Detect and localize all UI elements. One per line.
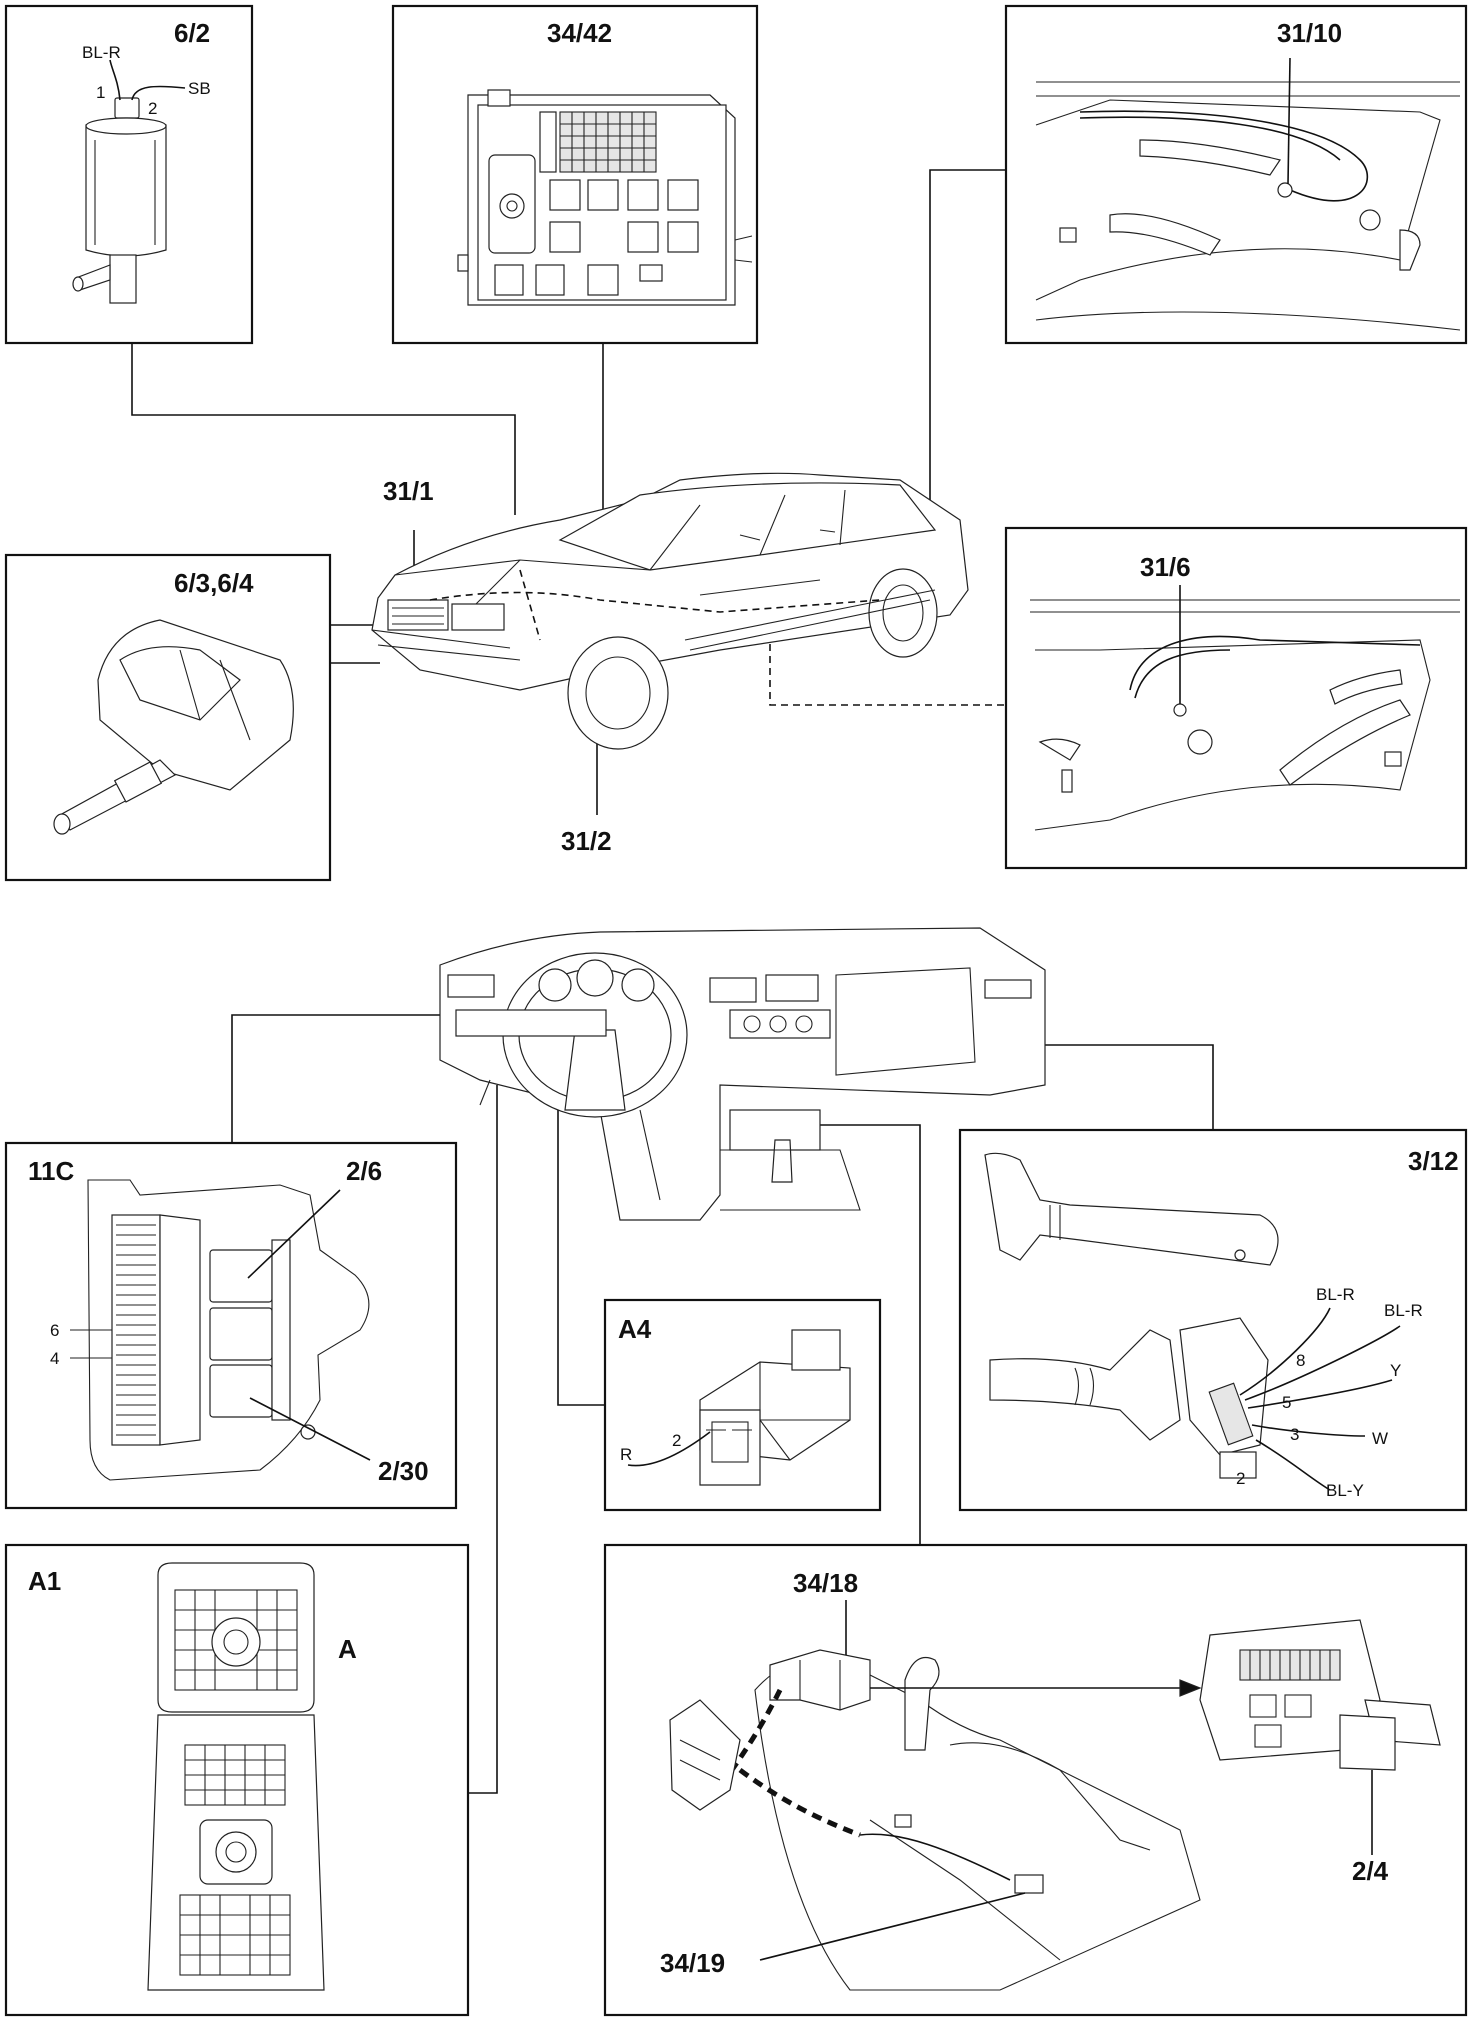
label-2-30: 2/30	[378, 1456, 429, 1486]
pin-1: 1	[96, 83, 105, 102]
pin-a4-2: 2	[672, 1431, 681, 1450]
wire-sb: SB	[188, 79, 211, 98]
label-3-12: 3/12	[1408, 1146, 1459, 1176]
car-illustration: 31/1 31/2	[371, 472, 969, 856]
label-34-19: 34/19	[660, 1948, 725, 1978]
label-31-2: 31/2	[561, 826, 612, 856]
panel-a4: A4 R 2	[603, 1298, 882, 1512]
label-31-1: 31/1	[383, 476, 434, 506]
label-2-6: 2/6	[346, 1156, 382, 1186]
panel-11c: 11C 2/6 2/30 6 4	[4, 1141, 458, 1510]
wire-312-bl-y: BL-Y	[1326, 1481, 1364, 1500]
panel-6-2: 6/2 BL-R SB 1 2	[4, 4, 254, 345]
panel-31-6: 31/6	[1004, 526, 1468, 870]
label-a1: A1	[28, 1566, 61, 1596]
wire-312-w: W	[1372, 1429, 1388, 1448]
pin-4: 4	[50, 1349, 59, 1368]
label-a4: A4	[618, 1314, 652, 1344]
pin-312-2: 2	[1236, 1469, 1245, 1488]
pin-312-8: 8	[1296, 1351, 1305, 1370]
pin-2: 2	[148, 99, 157, 118]
dashboard-illustration	[439, 927, 1046, 1221]
wire-r: R	[620, 1445, 632, 1464]
panel-3-12: 3/12 BL-R BL-R Y W BL-Y 8 5 3 2	[958, 1128, 1468, 1512]
panel-34-18: 34/18 2/4 34/19	[603, 1543, 1468, 2017]
wire-312-bl-r-1: BL-R	[1316, 1285, 1355, 1304]
label-34-42: 34/42	[547, 18, 612, 48]
label-6-3-6-4: 6/3,6/4	[174, 568, 254, 598]
panel-34-42: 34/42	[391, 4, 759, 345]
wire-312-y: Y	[1390, 1361, 1401, 1380]
label-34-18: 34/18	[793, 1568, 858, 1598]
wire-bl-r: BL-R	[82, 43, 121, 62]
label-6-2: 6/2	[174, 18, 210, 48]
panel-6-3-6-4: 6/3,6/4	[4, 553, 332, 882]
pin-312-3: 3	[1290, 1425, 1299, 1444]
leader-lines	[131, 169, 1214, 1794]
label-2-4: 2/4	[1352, 1856, 1389, 1886]
pin-6: 6	[50, 1321, 59, 1340]
label-31-10: 31/10	[1277, 18, 1342, 48]
label-a: A	[338, 1634, 357, 1664]
panel-31-10: 31/10	[1004, 4, 1468, 345]
panel-a1: A1 A	[4, 1543, 470, 2017]
label-11c: 11C	[28, 1156, 74, 1186]
label-31-6: 31/6	[1140, 552, 1191, 582]
wire-312-bl-r-2: BL-R	[1384, 1301, 1423, 1320]
